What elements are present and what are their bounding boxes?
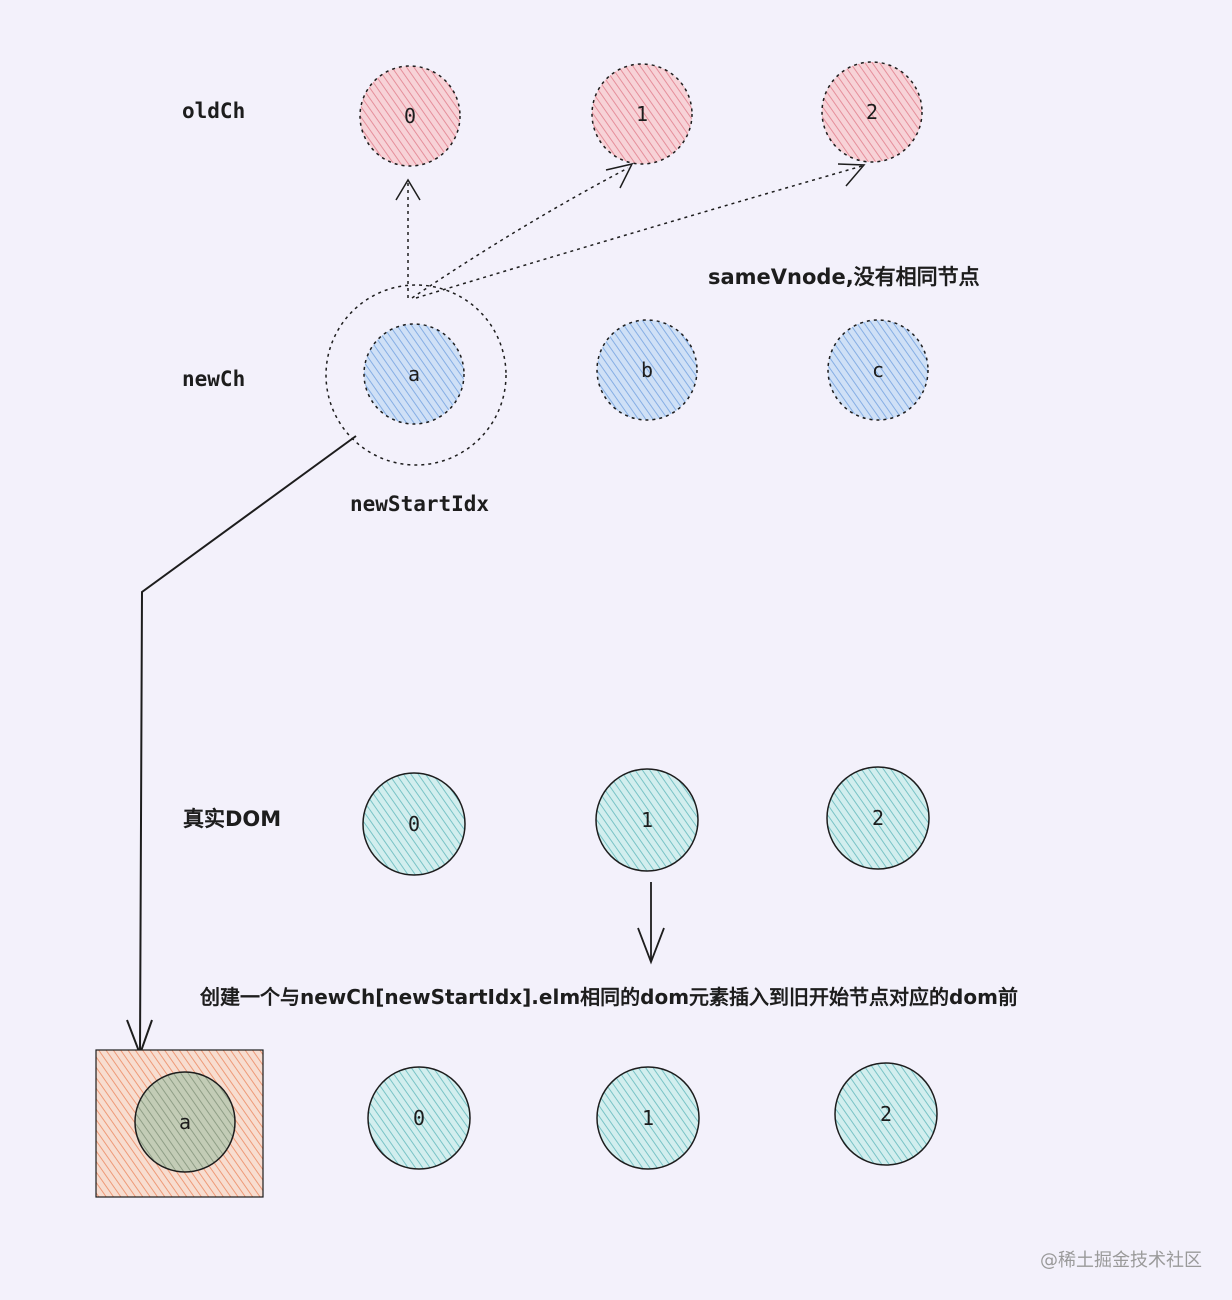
result-node-a-label: a	[179, 1110, 191, 1134]
result-node-0: 0	[367, 1066, 471, 1170]
result-node-1-label: 1	[642, 1106, 654, 1130]
dom-node-2-label: 2	[872, 806, 884, 830]
new-row-label: newCh	[182, 367, 245, 391]
compare-arrow-0-head	[395, 178, 421, 201]
result-node-2-label: 2	[880, 1102, 892, 1126]
compare-arrow-2-head	[837, 163, 866, 187]
dom-row-label: 真实DOM	[183, 807, 281, 831]
new-node-b-label: b	[641, 358, 653, 382]
new-node-a: a	[363, 323, 465, 425]
create-arrow	[637, 882, 665, 965]
new-start-idx-ring	[325, 284, 507, 466]
dom-node-1: 1	[595, 768, 699, 872]
compare-arrow-1	[411, 167, 629, 299]
dom-node-0: 0	[362, 772, 466, 876]
dom-node-0-label: 0	[408, 812, 420, 836]
result-node-2: 2	[834, 1062, 938, 1166]
create-note: 创建一个与newCh[newStartIdx].elm相同的dom元素插入到旧开…	[199, 985, 1018, 1009]
old-node-1-label: 1	[636, 102, 648, 126]
compare-arrow-1-head	[605, 162, 634, 189]
start-idx-label: newStartIdx	[350, 492, 489, 516]
result-node-1: 1	[596, 1066, 700, 1170]
old-node-2-label: 2	[866, 100, 878, 124]
old-row-label: oldCh	[182, 99, 245, 123]
dom-node-2: 2	[826, 766, 930, 870]
old-node-0: 0	[359, 65, 461, 167]
old-node-1: 1	[591, 63, 693, 165]
new-node-c-label: c	[872, 358, 884, 382]
compare-note: sameVnode,没有相同节点	[708, 265, 980, 289]
compare-arrow-2	[415, 165, 863, 299]
insert-path-arrow	[126, 435, 357, 1057]
result-node-a: a	[134, 1071, 236, 1173]
new-node-b: b	[596, 319, 698, 421]
new-node-a-label: a	[408, 362, 420, 386]
new-node-c: c	[827, 319, 929, 421]
result-node-0-label: 0	[413, 1106, 425, 1130]
watermark: @稀土掘金技术社区	[1040, 1250, 1202, 1271]
old-node-0-label: 0	[404, 104, 416, 128]
compare-arrows	[395, 162, 866, 299]
dom-node-1-label: 1	[641, 808, 653, 832]
old-node-2: 2	[821, 61, 923, 163]
